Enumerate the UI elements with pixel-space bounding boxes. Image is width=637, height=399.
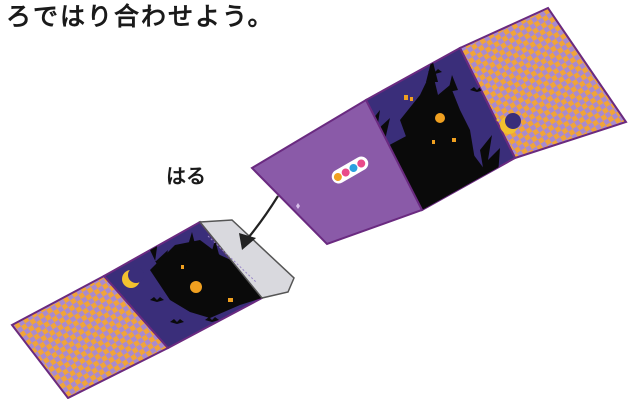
paste-label: はる bbox=[166, 164, 206, 188]
right-card-strip bbox=[250, 6, 628, 246]
left-haunted-house bbox=[150, 232, 262, 324]
instruction-caption: ろではり合わせよう。 bbox=[6, 2, 275, 31]
curved-arrow-icon bbox=[239, 195, 279, 250]
small-star-icon bbox=[296, 203, 300, 209]
left-card-strip bbox=[10, 219, 295, 399]
crescent-moon-icon bbox=[496, 113, 521, 134]
brand-logo-icon bbox=[331, 156, 369, 184]
crescent-moon-icon bbox=[122, 267, 144, 288]
glue-tab bbox=[198, 219, 295, 299]
